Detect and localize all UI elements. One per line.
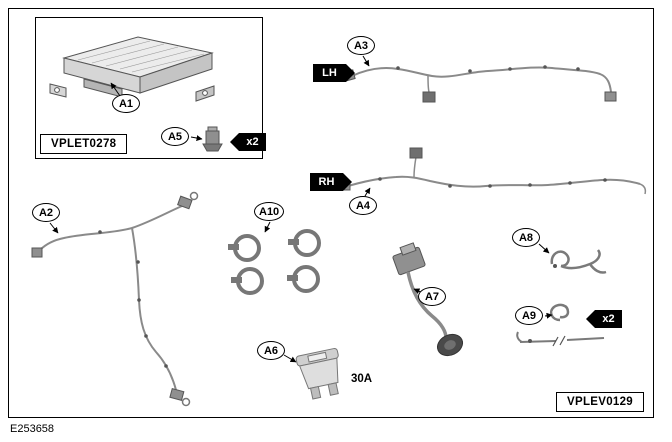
rh-harness-illustration [339,147,647,195]
callout-a5: A5 [161,127,189,146]
lh-tag: LH [313,64,355,82]
callout-a4: A4 [349,196,377,215]
a5-quantity-tag: x2 [230,133,266,151]
cable-a7-illustration [392,242,464,357]
fuse-illustration [295,347,339,400]
lh-harness-illustration [342,65,617,103]
callout-a10: A10 [254,202,285,221]
control-module-illustration [49,36,215,102]
callout-a3: A3 [347,36,375,55]
kit-part-number: VPLEV0129 [556,392,644,412]
fuse-rating-label: 30A [351,373,373,385]
leader-lines [49,55,553,363]
callout-a7: A7 [418,287,446,306]
callout-a6: A6 [257,341,285,360]
a9-quantity-tag: x2 [586,310,622,328]
rh-tag: RH [310,173,352,191]
a2-harness-illustration [31,191,199,407]
clip-a8-illustration [550,249,607,274]
diagram-border [8,8,654,418]
inset-part-number: VPLET0278 [40,134,128,154]
figure-number: E253658 [10,423,55,435]
clip-a5-illustration [202,126,223,152]
callout-a1: A1 [112,94,140,113]
callout-a2: A2 [32,203,60,222]
callout-a9: A9 [515,306,543,325]
callout-a8: A8 [512,228,540,247]
cable-ties-illustration [228,229,321,295]
